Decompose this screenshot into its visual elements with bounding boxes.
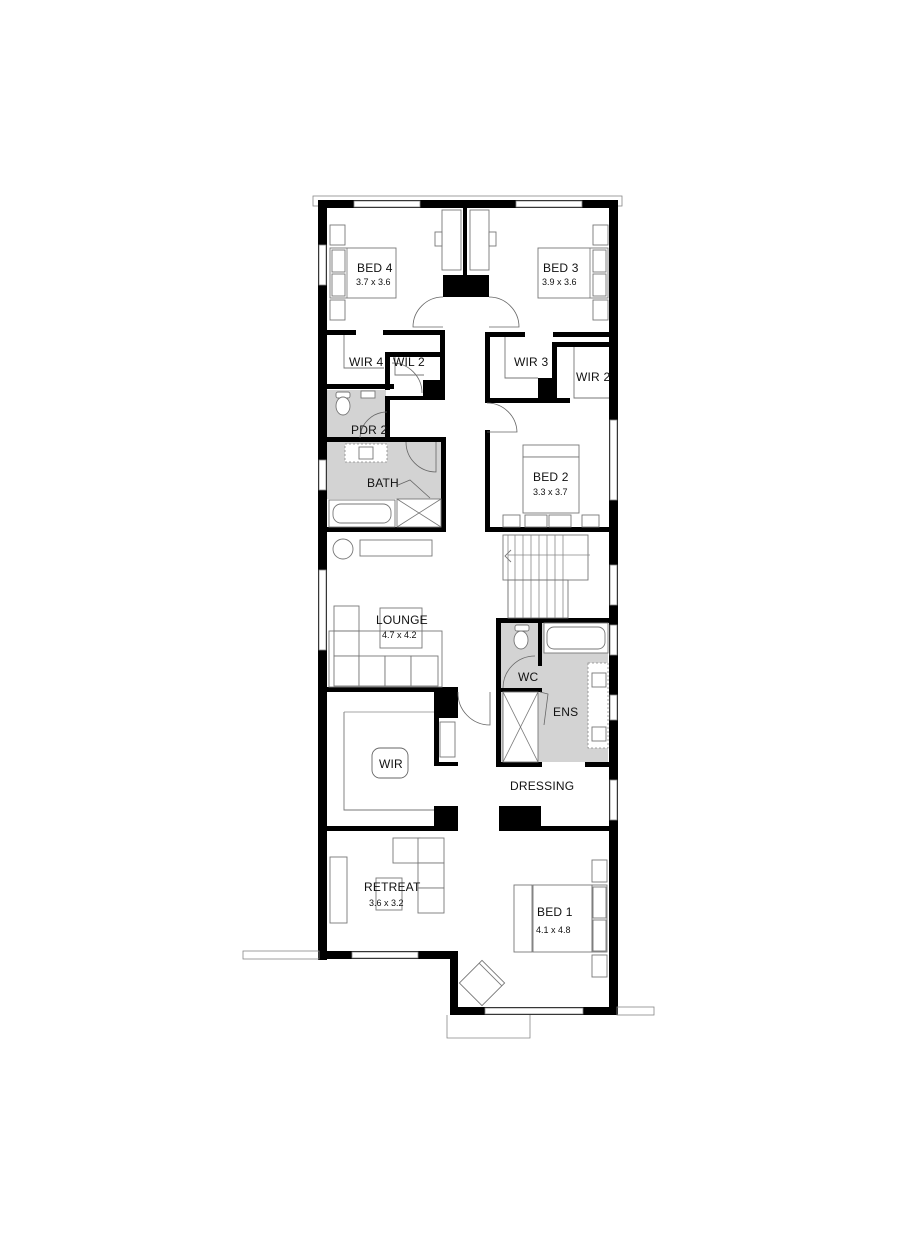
label-wil2: WIL 2 (393, 355, 425, 369)
label-bath: BATH (367, 476, 399, 490)
label-pdr2: PDR 2 (351, 423, 387, 437)
label-bed3: BED 3 (543, 261, 579, 275)
label-dressing: DRESSING (510, 779, 574, 793)
label-bed2: BED 2 (533, 470, 569, 484)
label-bed4: BED 4 (357, 261, 393, 275)
fixtures (328, 209, 609, 1007)
doors (359, 296, 549, 726)
size-bed3: 3.9 x 3.6 (542, 277, 577, 287)
label-wir3: WIR 3 (514, 355, 548, 369)
label-bed1: BED 1 (537, 905, 573, 919)
size-bed2: 3.3 x 3.7 (533, 487, 568, 497)
label-lounge: LOUNGE (376, 613, 428, 627)
label-wir2: WIR 2 (576, 370, 610, 384)
staircase (502, 534, 590, 619)
size-lounge: 4.7 x 4.2 (382, 630, 417, 640)
room-labels: BED 4 3.7 x 3.6 BED 3 3.9 x 3.6 WIR 4 WI… (349, 261, 610, 935)
size-retreat: 3.6 x 3.2 (369, 898, 404, 908)
label-ens: ENS (553, 705, 578, 719)
windows (242, 200, 655, 1039)
interior-walls (318, 208, 618, 831)
label-retreat: RETREAT (364, 880, 421, 894)
label-wir: WIR (379, 757, 403, 771)
label-wir4: WIR 4 (349, 355, 383, 369)
size-bed1: 4.1 x 4.8 (536, 925, 571, 935)
size-bed4: 3.7 x 3.6 (356, 277, 391, 287)
label-wc: WC (518, 670, 539, 684)
